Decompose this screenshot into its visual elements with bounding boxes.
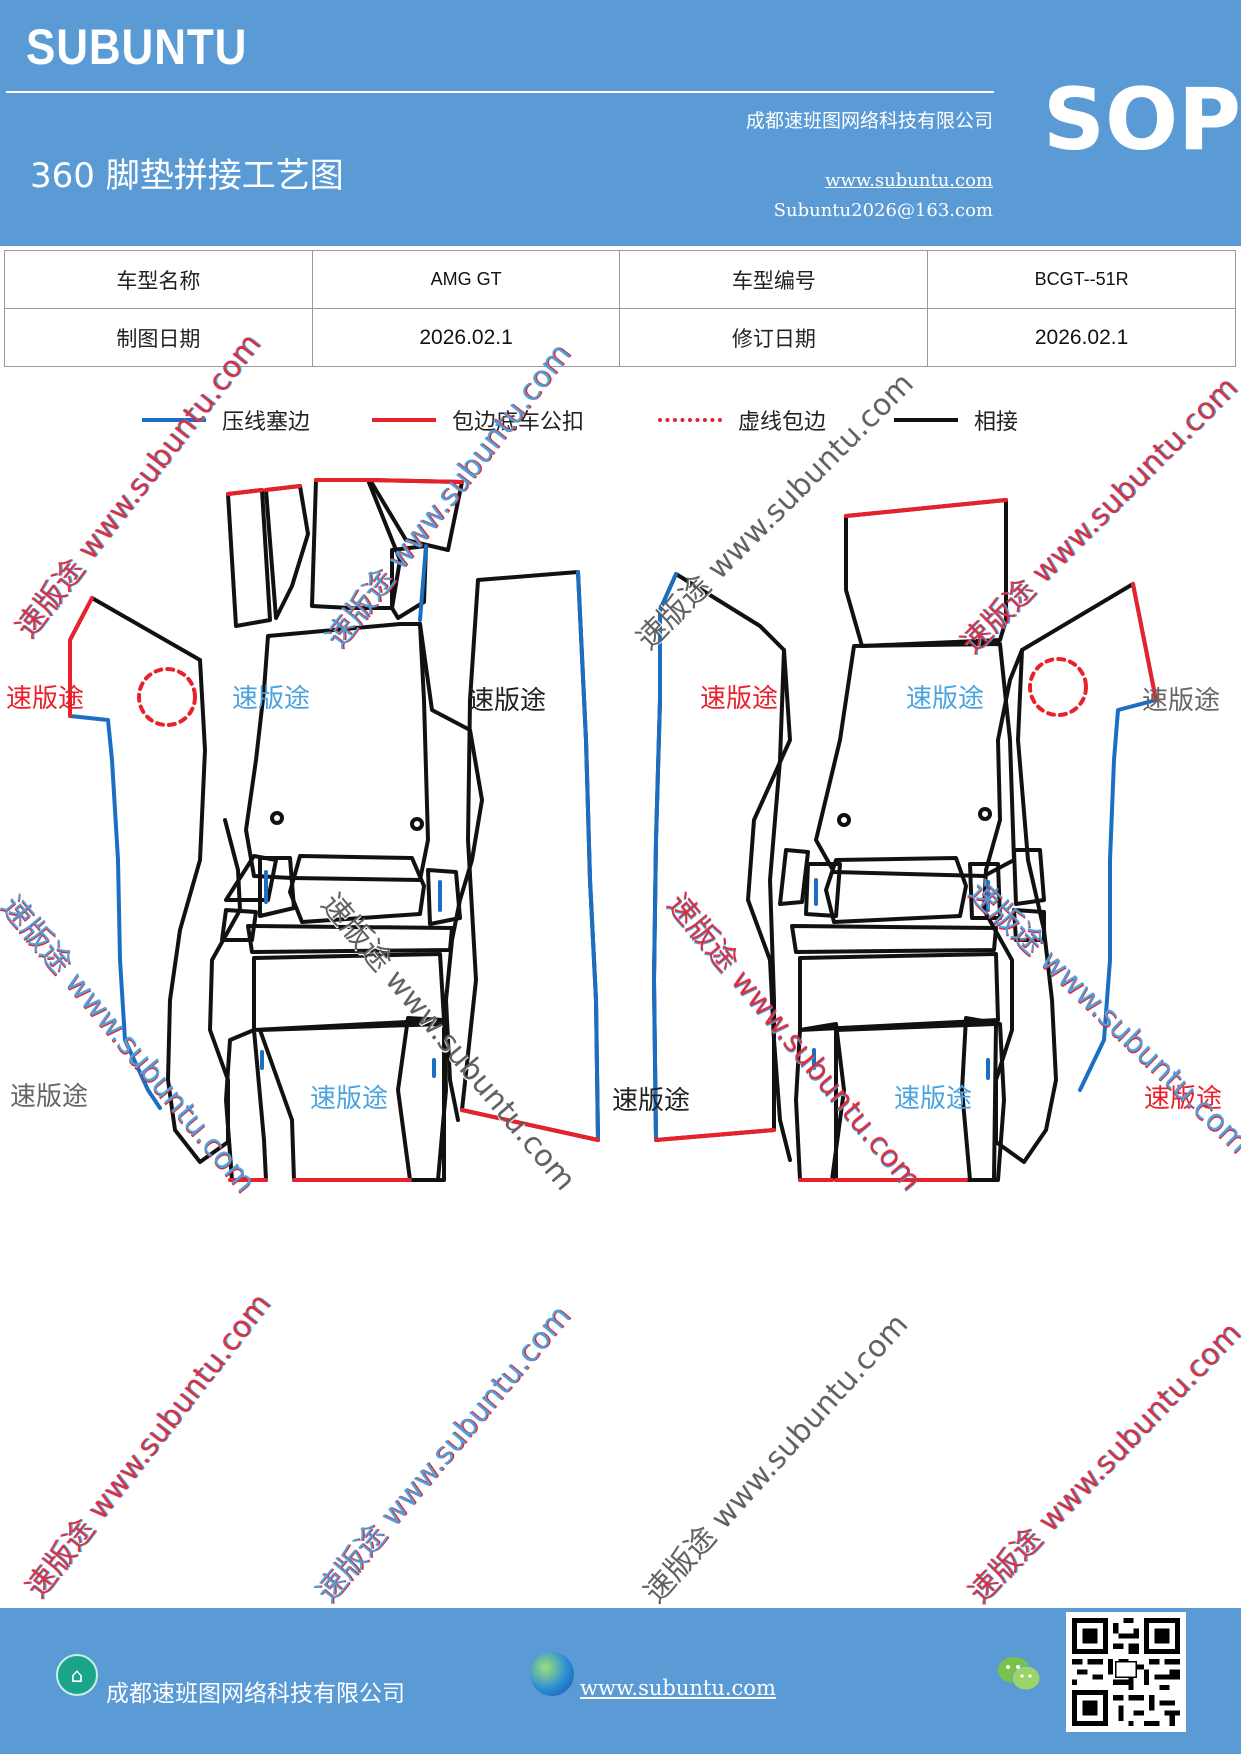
watermark-diagonal: 速版途 www.subuntu.com <box>637 1307 916 1611</box>
legend-swatch-black <box>894 418 958 422</box>
model-name-value: AMG GT <box>311 250 621 309</box>
watermark-diagonal: 速版途 www.subuntu.com <box>309 1298 578 1610</box>
watermark-label: 速版途 <box>1142 686 1221 716</box>
mat-right-driver-side <box>652 572 786 1142</box>
email-address[interactable]: Subuntu2026@163.com <box>773 200 993 221</box>
company-name: 成都速班图网络科技有限公司 <box>745 110 993 132</box>
home-icon: ⌂ <box>56 1654 98 1696</box>
footer-banner: ⌂ 成都速班图网络科技有限公司 www.subuntu.com <box>0 1608 1241 1754</box>
legend-item-joint: 相接 <box>894 400 1018 440</box>
legend-label: 虚线包边 <box>738 410 827 435</box>
watermark-label: 速版途 <box>310 1084 389 1114</box>
legend-label: 相接 <box>974 410 1019 435</box>
watermark-label: 速版途 <box>10 1082 89 1112</box>
header-banner: SUBUNTU SOP 成都速班图网络科技有限公司 360 脚垫拼接工艺图 ww… <box>0 0 1241 246</box>
globe-icon <box>530 1652 574 1696</box>
legend-swatch-dotted <box>658 418 722 422</box>
mat-strip <box>226 488 272 628</box>
watermark-diagonal: 速版途 www.subuntu.com <box>18 1287 279 1605</box>
vehicle-info-table: 车型名称 AMG GT 车型编号 BCGT--51R 制图日期 2026.02.… <box>4 250 1236 367</box>
draw-date-label: 制图日期 <box>4 308 313 367</box>
legend-item-dashed-edge: 虚线包边 <box>658 400 826 440</box>
table-row: 制图日期 2026.02.1 修订日期 2026.02.1 <box>4 308 1236 367</box>
footer-website-link[interactable]: www.subuntu.com <box>580 1676 776 1700</box>
watermark-label: 速版途 <box>1144 1084 1223 1114</box>
watermark-label: 速版途 <box>700 684 779 714</box>
legend-swatch-blue <box>142 418 206 422</box>
qr-code-icon <box>1066 1612 1186 1732</box>
sop-label: SOP <box>1043 70 1241 170</box>
model-code-label: 车型编号 <box>619 250 929 309</box>
watermark-label: 速版途 <box>612 1086 691 1116</box>
watermark-label: 速版途 <box>468 686 547 716</box>
model-name-label: 车型名称 <box>4 250 313 309</box>
watermark-label: 速版途 <box>894 1084 973 1114</box>
brand-logo: SUBUNTU <box>26 19 248 75</box>
draw-date-value: 2026.02.1 <box>311 308 621 367</box>
mat-right-center-long <box>814 642 1016 878</box>
legend-swatch-red <box>372 418 436 422</box>
model-code-value: BCGT--51R <box>927 250 1236 309</box>
page-title: 360 脚垫拼接工艺图 <box>30 156 344 196</box>
watermark-label: 速版途 <box>232 684 311 714</box>
mat-left-front-driver <box>90 596 242 1164</box>
website-link[interactable]: www.subuntu.com <box>825 170 993 191</box>
header-divider <box>6 91 994 93</box>
watermark-label: 速版途 <box>906 684 985 714</box>
table-row: 车型名称 AMG GT 车型编号 BCGT--51R <box>4 250 1236 309</box>
legend-label: 包边底车公扣 <box>452 410 585 435</box>
mat-layout-svg <box>68 478 1158 1182</box>
watermark-label: 速版途 <box>6 684 85 714</box>
legend-item-edge-buckle: 包边底车公扣 <box>372 400 584 440</box>
legend: 压线塞边 包边底车公扣 虚线包边 相接 <box>0 400 1241 440</box>
mat-center-long <box>244 622 430 882</box>
revise-date-label: 修订日期 <box>619 308 929 367</box>
watermark-diagonal: 速版途 www.subuntu.com <box>961 1315 1241 1611</box>
mat-right-front-passenger <box>982 582 1135 1164</box>
legend-item-press-line: 压线塞边 <box>142 400 310 440</box>
wechat-icon <box>998 1657 1041 1691</box>
legend-label: 压线塞边 <box>222 410 311 435</box>
footer-company: 成都速班图网络科技有限公司 <box>106 1681 405 1707</box>
revise-date-value: 2026.02.1 <box>927 308 1236 367</box>
floor-mat-diagram: 速版途 速版途 速版途 速版途 速版途 速版途 速版途 速版途 速版途 速版途 … <box>0 440 1241 1200</box>
